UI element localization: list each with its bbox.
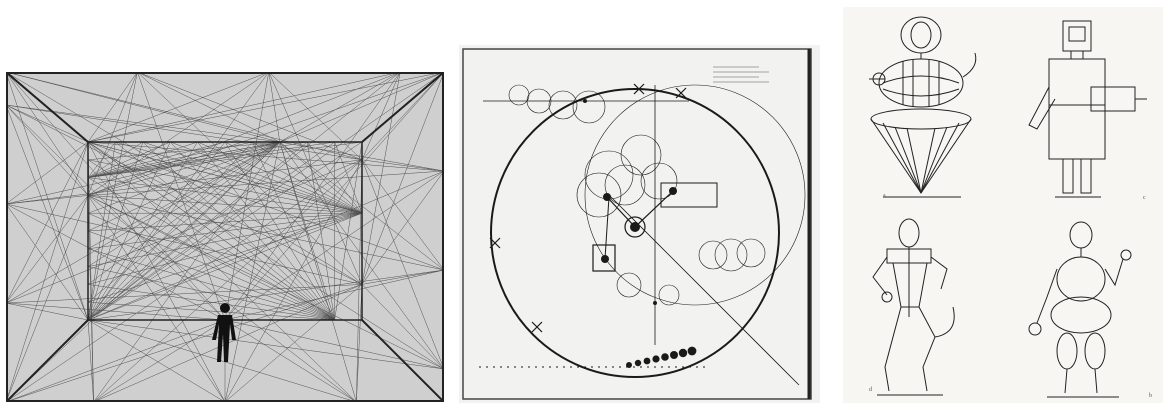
orbit-cross-marks [490, 84, 686, 332]
perspective-room-image [6, 72, 444, 402]
orbit-diagram-drawing [459, 45, 820, 403]
figure-b [1029, 222, 1131, 397]
figure-d-letter: d [869, 387, 872, 393]
orbit-diagram-image [459, 45, 820, 403]
figure-c-letter: c [1143, 195, 1146, 201]
handwritten-note [713, 67, 769, 82]
perspective-room-drawing [6, 72, 444, 402]
costume-figures-drawing: a c d b [843, 7, 1163, 403]
orbit-lines [479, 85, 805, 385]
figure-b-letter: b [1149, 393, 1152, 399]
figure-a [869, 17, 976, 197]
figure-c [1029, 21, 1147, 197]
figure-a-letter: a [883, 193, 886, 199]
costume-figures-image: a c d b [843, 7, 1163, 403]
figure-d [873, 219, 954, 395]
